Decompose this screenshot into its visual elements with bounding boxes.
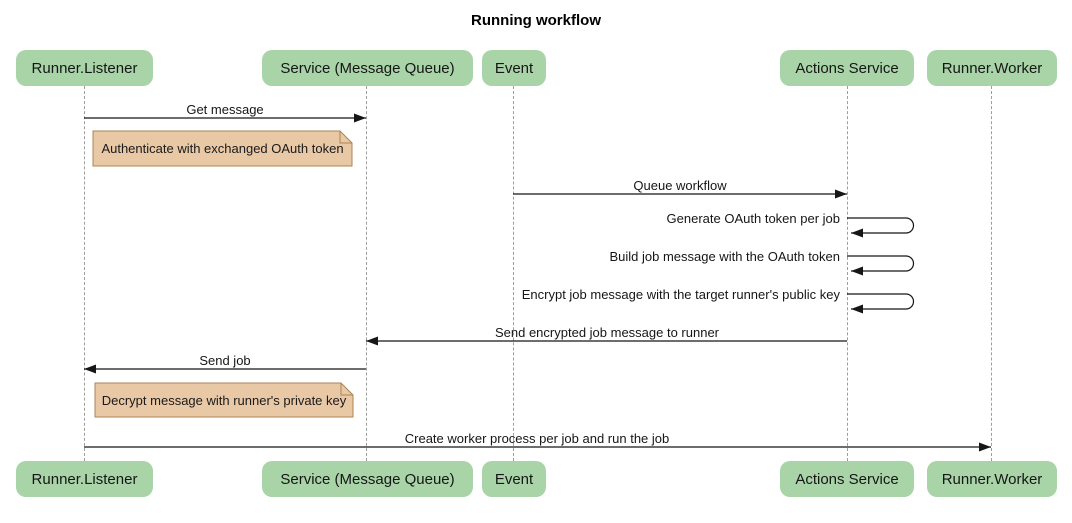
lifeline-event [513, 86, 514, 461]
arrow-self-build-job-message [847, 255, 915, 276]
message-label-queue-workflow: Queue workflow [633, 178, 727, 193]
actor-label: Actions Service [795, 470, 899, 488]
actor-actions-service-bottom: Actions Service [780, 461, 914, 497]
message-label-encrypt-job-message: Encrypt job message with the target runn… [521, 287, 840, 302]
actor-service-message-queue-bottom: Service (Message Queue) [262, 461, 473, 497]
message-label-build-job-message: Build job message with the OAuth token [609, 249, 840, 264]
arrow-self-generate-oauth-token [847, 217, 915, 238]
message-label-send-job: Send job [199, 353, 251, 368]
message-label-get-message: Get message [186, 102, 264, 117]
lifeline-runner-listener [84, 86, 85, 461]
note-shape-decrypt [94, 382, 354, 418]
actor-label: Actions Service [795, 59, 899, 77]
lifeline-runner-worker [991, 86, 992, 461]
message-label-generate-oauth-token: Generate OAuth token per job [666, 211, 840, 226]
actor-event-bottom: Event [482, 461, 546, 497]
actor-label: Runner.Listener [31, 59, 138, 77]
lifeline-actions-service [847, 86, 848, 461]
arrow-self-encrypt-job-message [847, 293, 915, 314]
actor-label: Runner.Listener [31, 470, 138, 488]
actor-label: Event [494, 470, 534, 488]
actor-runner-listener-bottom: Runner.Listener [16, 461, 153, 497]
message-label-create-worker-process: Create worker process per job and run th… [404, 431, 670, 446]
actor-label: Service (Message Queue) [280, 470, 455, 488]
diagram-title: Running workflow [471, 12, 601, 29]
actor-actions-service-top: Actions Service [780, 50, 914, 86]
actor-runner-worker-bottom: Runner.Worker [927, 461, 1057, 497]
actor-label: Runner.Worker [941, 59, 1043, 77]
note-decrypt: Decrypt message with runner's private ke… [101, 392, 347, 408]
message-label-send-encrypted-job-message: Send encrypted job message to runner [494, 325, 720, 340]
actor-service-message-queue-top: Service (Message Queue) [262, 50, 473, 86]
actor-label: Service (Message Queue) [280, 59, 455, 77]
actor-runner-listener-top: Runner.Listener [16, 50, 153, 86]
lifeline-service-message-queue [366, 86, 367, 461]
actor-label: Runner.Worker [941, 470, 1043, 488]
actor-event-top: Event [482, 50, 546, 86]
actor-label: Event [494, 59, 534, 77]
note-shape-authenticate [92, 130, 353, 167]
note-authenticate: Authenticate with exchanged OAuth token [101, 141, 344, 156]
actor-runner-worker-top: Runner.Worker [927, 50, 1057, 86]
